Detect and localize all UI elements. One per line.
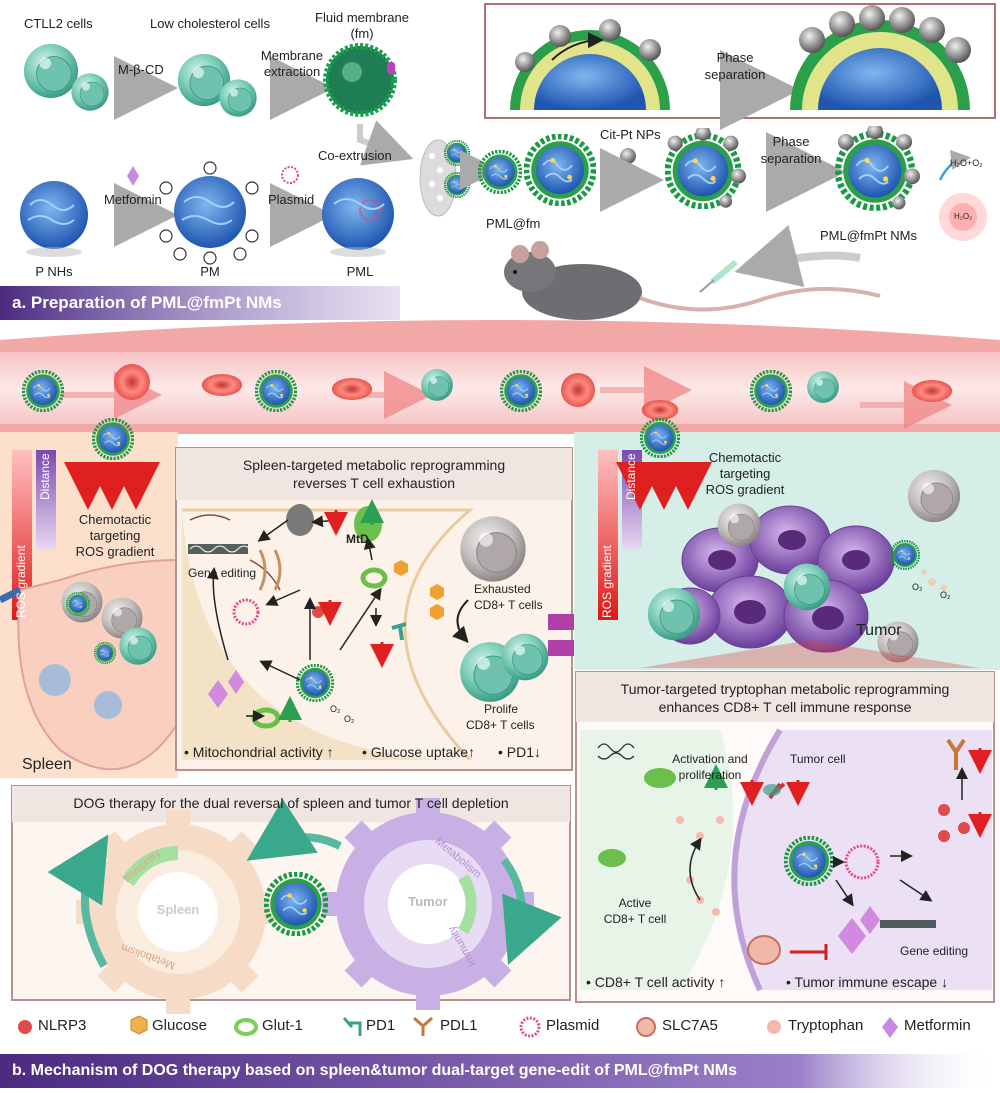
phase-separation-top-line2: separation [704,67,766,82]
phase-separation-line2: separation [760,151,822,166]
tumor-label: Tumor [856,622,902,639]
right-chemotactic-line2: targeting [719,466,771,481]
section-b-banner: b. Mechanism of DOG therapy based on spl… [12,1062,738,1079]
right-chemotactic-line1: Chemotactic [708,450,782,465]
legend-glut1: Glut-1 [262,1017,303,1034]
phase-separation-line1: Phase [772,134,810,149]
pd1-text: PD1 [506,744,535,760]
down-arrow-icon: ↓ [941,974,949,990]
legend-nlrp3: NLRP3 [38,1017,87,1034]
legend-slc7a5: SLC7A5 [662,1017,718,1034]
down-arrow-icon: ↓ [534,744,542,760]
dog-tumor-label: Tumor [408,894,448,909]
spleen-label: Spleen [22,756,72,773]
phase-separation-top-line1: Phase [716,50,754,65]
left-chemotactic-line1: Chemotactic [78,512,152,527]
tumor-o2-b: O₂ [940,590,951,600]
exhausted-line2: CD8+ T cells [474,598,543,612]
legend-tryptophan: Tryptophan [788,1017,864,1034]
ctll2-label: CTLL2 cells [24,16,93,31]
spleen-footer-pd1: • PD1↓ [498,744,542,760]
tumor-footer-activity: • CD8+ T cell activity ↑ [586,974,726,990]
pnhs-label: P NHs [35,264,73,279]
tumor-cell-label: Tumor cell [790,752,846,766]
right-chemotactic-line3: ROS gradient [705,482,785,497]
up-arrow-icon: ↑ [326,744,334,760]
prolife-line1: Prolife [484,702,519,716]
active-line1: Active [618,896,652,910]
spleen-gene-editing-label: Gene editing [188,566,257,580]
immune-escape-text: Tumor immune escape [794,974,938,990]
legend-plasmid: Plasmid [546,1017,600,1034]
fluid-membrane-label: Fluid membrane [315,10,409,25]
right-ros-gradient-label: ROS gradient [600,545,614,618]
plasmid-label: Plasmid [268,192,315,207]
pml-label: PML [346,264,374,279]
exhausted-line1: Exhausted [474,582,531,596]
pm-label: PM [200,264,220,279]
mito-activity-text: Mitochondrial activity [192,744,323,760]
up-arrow-icon: ↑ [718,974,726,990]
active-line2: CD8+ T cell [603,912,667,926]
fm-label: (fm) [350,26,374,41]
up-arrow-icon: ↑ [468,744,476,760]
prolife-line2: CD8+ T cells [466,718,535,732]
metformin-label: Metformin [104,192,162,207]
h2o-o2-label: H₂O+O₂ [950,158,983,168]
glucose-uptake-text: Glucose uptake [370,744,469,760]
section-a-banner: a. Preparation of PML@fmPt NMs [12,293,282,312]
spleen-panel-title-line2: reverses T cell exhaustion [292,475,456,491]
pml-fm-label: PML@fm [486,216,541,231]
dog-panel-title: DOG therapy for the dual reversal of spl… [73,795,509,811]
mtd-label: MtD [346,532,369,546]
spleen-footer-glucose: • Glucose uptake↑ [362,744,476,760]
dog-spleen-label: Spleen [156,902,200,917]
low-cholesterol-label: Low cholesterol cells [150,16,270,31]
membrane-extraction-line2: extraction [263,64,321,79]
t-cell-activity-text: CD8+ T cell activity [594,974,715,990]
membrane-extraction-line1: Membrane [260,48,324,63]
pml-fmpt-label: PML@fmPt NMs [820,228,917,243]
legend-pdl1: PDL1 [440,1017,478,1034]
legend-metformin: Metformin [904,1017,971,1034]
right-distance-label: Distance [624,453,638,500]
left-chemotactic-line2: targeting [89,528,141,543]
activation-line1: Activation and [672,752,748,766]
legend-pd1: PD1 [366,1017,396,1034]
spleen-o2-b: O₂ [344,714,355,724]
spleen-footer-mito: • Mitochondrial activity ↑ [184,744,334,760]
cit-pt-label: Cit-Pt NPs [600,127,661,142]
spleen-panel-title-line1: Spleen-targeted metabolic reprogramming [242,457,506,473]
left-ros-gradient-label: ROS gradient [14,545,28,618]
tumor-o2-a: O₂ [912,582,923,592]
tumor-footer-escape: • Tumor immune escape ↓ [786,974,949,990]
tumor-gene-editing-label: Gene editing [900,944,969,958]
legend-glucose: Glucose [152,1017,208,1034]
co-extrusion-label: Co-extrusion [318,148,392,163]
h2o2-label: H₂O₂ [954,212,973,221]
left-distance-label: Distance [38,453,52,500]
left-chemotactic-line3: ROS gradient [75,544,155,559]
tumor-panel-title-line1: Tumor-targeted tryptophan metabolic repr… [620,681,950,697]
tumor-panel-title-line2: enhances CD8+ T cell immune response [658,699,912,715]
activation-line2: proliferation [678,768,742,782]
spleen-o2-a: O₂ [330,704,341,714]
mbcd-label: M-β-CD [118,62,164,77]
